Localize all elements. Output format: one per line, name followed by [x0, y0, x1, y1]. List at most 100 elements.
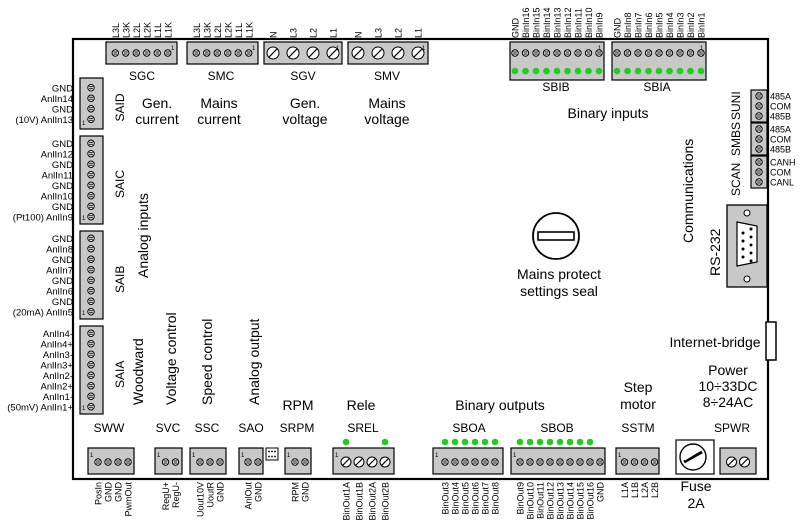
terminal-screw-icon[interactable]: [196, 458, 204, 466]
terminal-screw-icon[interactable]: [655, 49, 663, 57]
terminal-screw-icon[interactable]: [755, 158, 763, 166]
terminal-screw-icon[interactable]: [87, 329, 95, 337]
terminal-screw-icon[interactable]: [326, 46, 340, 60]
terminal-screw-icon[interactable]: [203, 49, 211, 57]
terminal-screw-icon[interactable]: [291, 458, 299, 466]
terminal-screw-icon[interactable]: [143, 49, 151, 57]
terminal-screw-icon[interactable]: [676, 49, 684, 57]
terminal-screw-icon[interactable]: [87, 287, 95, 295]
terminal-screw-icon[interactable]: [563, 49, 572, 57]
terminal-screw-icon[interactable]: [306, 46, 320, 60]
terminal-screw-icon[interactable]: [104, 458, 112, 466]
terminal-screw-icon[interactable]: [87, 266, 95, 274]
rs232-connector[interactable]: [726, 204, 768, 288]
terminal-screw-icon[interactable]: [411, 46, 425, 60]
terminal-screw-icon[interactable]: [351, 46, 365, 60]
terminal-screw-icon[interactable]: [650, 458, 659, 466]
terminal-screw-icon[interactable]: [644, 49, 653, 57]
terminal-screw-icon[interactable]: [87, 392, 95, 400]
terminal-screw-icon[interactable]: [87, 234, 95, 242]
terminal-screw-icon[interactable]: [87, 84, 95, 92]
terminal-screw-icon[interactable]: [340, 456, 352, 468]
terminal-screw-icon[interactable]: [245, 49, 253, 57]
terminal-screw-icon[interactable]: [87, 255, 95, 263]
terminal-screw-icon[interactable]: [755, 102, 763, 110]
terminal-screw-icon[interactable]: [301, 458, 309, 466]
terminal-screw-icon[interactable]: [87, 160, 95, 168]
terminal-screw-icon[interactable]: [87, 181, 95, 189]
terminal-screw-icon[interactable]: [87, 297, 95, 305]
terminal-screw-icon[interactable]: [665, 49, 674, 57]
terminal-screw-icon[interactable]: [206, 458, 214, 466]
terminal-screw-icon[interactable]: [755, 168, 763, 176]
terminal-screw-icon[interactable]: [366, 456, 378, 468]
terminal-screw-icon[interactable]: [87, 340, 95, 348]
terminal-screw-icon[interactable]: [266, 46, 280, 60]
terminal-screw-icon[interactable]: [755, 135, 763, 143]
terminal-screw-icon[interactable]: [532, 49, 540, 57]
terminal-screw-icon[interactable]: [87, 115, 95, 123]
terminal-screw-icon[interactable]: [234, 49, 242, 57]
terminal-screw-icon[interactable]: [620, 458, 629, 466]
terminal-screw-icon[interactable]: [556, 458, 564, 466]
terminal-screw-icon[interactable]: [87, 403, 95, 411]
terminal-screw-icon[interactable]: [87, 105, 95, 113]
terminal-screw-icon[interactable]: [576, 458, 584, 466]
terminal-screw-icon[interactable]: [630, 458, 639, 466]
terminal-screw-icon[interactable]: [353, 456, 365, 468]
terminal-screw-icon[interactable]: [87, 361, 95, 369]
terminal-screw-icon[interactable]: [87, 202, 95, 210]
terminal-screw-icon[interactable]: [391, 46, 405, 60]
fuse-holder-icon[interactable]: [675, 439, 715, 475]
terminal-screw-icon[interactable]: [192, 49, 200, 57]
internet-bridge-port[interactable]: [765, 321, 777, 361]
terminal-screw-icon[interactable]: [546, 458, 554, 466]
terminal-screw-icon[interactable]: [94, 458, 102, 466]
terminal-screw-icon[interactable]: [153, 49, 161, 57]
connector-spwr[interactable]: SPWR: [714, 421, 757, 475]
terminal-screw-icon[interactable]: [124, 458, 132, 466]
terminal-screw-icon[interactable]: [584, 49, 593, 57]
terminal-screw-icon[interactable]: [755, 112, 763, 120]
terminal-screw-icon[interactable]: [87, 350, 95, 358]
terminal-screw-icon[interactable]: [586, 458, 594, 466]
terminal-screw-icon[interactable]: [755, 92, 763, 100]
terminal-screw-icon[interactable]: [634, 49, 642, 57]
terminal-screw-icon[interactable]: [371, 46, 385, 60]
connector-saia[interactable]: AnlIn4-AnlIn4+AnlIn3-AnlIn3+AnlIn2-AnlIn…: [7, 325, 127, 415]
terminal-screw-icon[interactable]: [526, 458, 534, 466]
terminal-screw-icon[interactable]: [697, 49, 705, 57]
terminal-screw-icon[interactable]: [87, 276, 95, 284]
connector-saic[interactable]: GNDAnlIn12GNDAnlIn11GNDAnlIn10GND(Pt100)…: [13, 135, 127, 225]
terminal-screw-icon[interactable]: [244, 458, 252, 466]
terminal-screw-icon[interactable]: [755, 125, 763, 133]
terminal-screw-icon[interactable]: [87, 245, 95, 253]
terminal-screw-icon[interactable]: [640, 458, 649, 466]
terminal-screw-icon[interactable]: [87, 94, 95, 102]
terminal-screw-icon[interactable]: [574, 49, 582, 57]
terminal-screw-icon[interactable]: [286, 46, 300, 60]
terminal-screw-icon[interactable]: [122, 49, 130, 57]
terminal-screw-icon[interactable]: [511, 49, 519, 57]
terminal-screw-icon[interactable]: [595, 49, 603, 57]
terminal-screw-icon[interactable]: [132, 49, 140, 57]
terminal-screw-icon[interactable]: [726, 456, 737, 468]
terminal-screw-icon[interactable]: [87, 171, 95, 179]
terminal-screw-icon[interactable]: [164, 49, 172, 57]
